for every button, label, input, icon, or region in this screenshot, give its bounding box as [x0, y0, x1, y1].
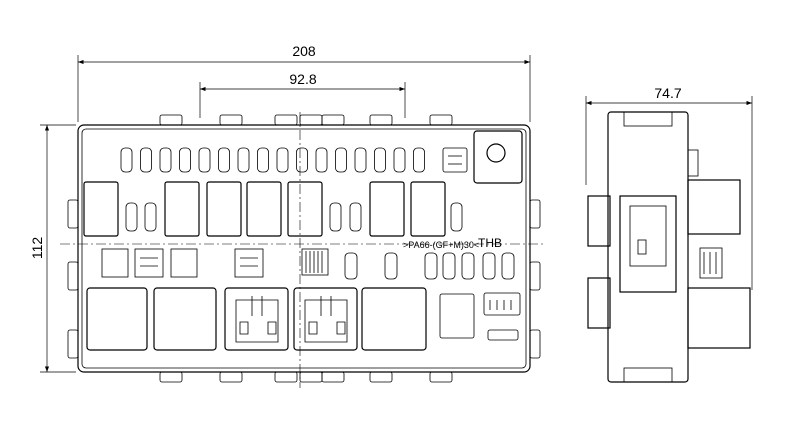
mini-fuse-slot: [344, 252, 358, 280]
mounting-clip: [67, 261, 79, 291]
maxi-fuse-slot: [153, 287, 217, 351]
power-terminal: [473, 130, 523, 184]
mini-fuse-slot: [125, 202, 138, 232]
mini-fuse-slot: [501, 252, 515, 280]
mini-fuse-slot: [140, 147, 152, 173]
dimension-side-depth: 74.7: [585, 85, 753, 290]
mini-fuse-slot: [349, 202, 362, 232]
fuse-slot: [164, 181, 200, 237]
mini-fuse-slot: [179, 147, 191, 173]
mini-fuse-slot: [329, 202, 342, 232]
mini-fuse-slot: [413, 147, 425, 173]
mounting-clip: [529, 261, 541, 291]
mounting-clip: [529, 199, 541, 229]
mounting-clip: [299, 114, 323, 126]
mounting-clip: [299, 371, 323, 383]
relay-socket: [293, 287, 358, 351]
mini-fuse-slot: [374, 147, 386, 173]
dimension-overall-width: 208: [77, 43, 531, 122]
mini-fuse-slot: [120, 147, 133, 173]
fuse-slot: [410, 181, 446, 237]
relay-socket: [224, 287, 289, 351]
mounting-clip: [369, 371, 393, 383]
brand-label: THB: [478, 236, 502, 250]
mounting-clip: [67, 329, 79, 359]
mounting-clip: [274, 114, 298, 126]
mounting-clip: [429, 114, 453, 126]
mini-fuse-slot: [450, 202, 463, 232]
mini-fuse-slot: [237, 147, 250, 173]
side-view: [587, 111, 751, 383]
maxi-fuse-slot: [86, 287, 148, 351]
mounting-clip: [159, 371, 183, 383]
maxi-fuse-slot: [361, 287, 427, 351]
mini-fuse-slot: [393, 147, 406, 173]
dimension-208-label: 208: [292, 43, 316, 59]
fuse-slot: [369, 181, 405, 237]
mounting-clip: [321, 371, 345, 383]
mini-fuse-slot: [218, 147, 230, 173]
dimension-inner-width: 92.8: [199, 71, 406, 118]
dimension-74.7-label: 74.7: [654, 85, 681, 101]
mounting-clip: [369, 114, 393, 126]
mounting-clip: [529, 329, 541, 359]
fuse-slot: [83, 181, 119, 237]
mini-fuse-slot: [461, 252, 475, 280]
mini-fuse-slot: [315, 147, 328, 173]
front-view: >PA66-(GF+M)30< THB: [60, 112, 545, 388]
material-label: >PA66-(GF+M)30<: [403, 240, 479, 250]
mounting-clip: [321, 114, 345, 126]
mounting-clip: [67, 199, 79, 229]
dimension-height: 112: [29, 124, 76, 373]
mounting-clip: [274, 371, 298, 383]
mini-fuse-slot: [384, 252, 398, 280]
fuse-slot: [287, 181, 323, 237]
mini-fuse-slot: [442, 252, 456, 280]
dimension-92.8-label: 92.8: [289, 71, 316, 87]
fuse-slot: [206, 181, 242, 237]
mounting-clip: [159, 114, 183, 126]
mini-fuse-slot: [159, 147, 172, 173]
terminal-stud-icon: [486, 143, 506, 163]
mini-fuse-slot: [257, 147, 269, 173]
mini-fuse-slot: [424, 252, 438, 280]
mounting-clip: [219, 371, 243, 383]
mounting-clip: [429, 371, 453, 383]
mini-fuse-slot: [335, 147, 347, 173]
mini-fuse-slot: [482, 252, 496, 280]
mini-fuse-slot: [296, 147, 308, 173]
relay-row: [83, 181, 463, 237]
mini-fuse-row: [120, 147, 425, 173]
dimension-112-label: 112: [29, 237, 45, 260]
mounting-clip: [219, 114, 243, 126]
mini-fuse-slot: [198, 147, 211, 173]
mini-fuse-slot: [144, 202, 157, 232]
mini-fuse-slot: [354, 147, 367, 173]
mini-fuse-slot: [276, 147, 289, 173]
fuse-slot: [246, 181, 282, 237]
